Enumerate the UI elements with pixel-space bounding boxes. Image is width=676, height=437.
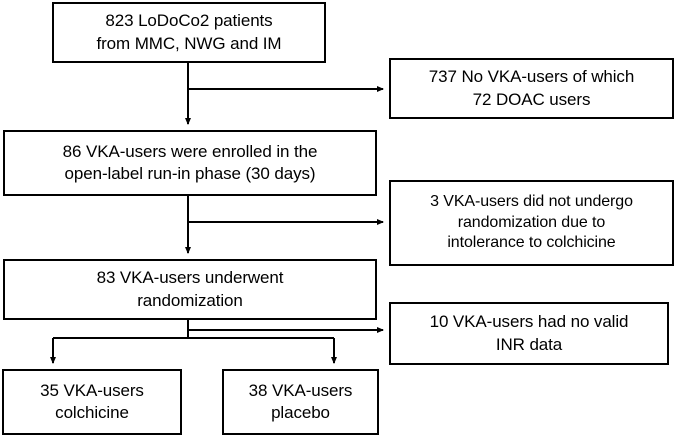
node-placebo-arm: 38 VKA-users placebo bbox=[222, 369, 379, 435]
node-colchicine-arm: 35 VKA-users colchicine bbox=[2, 369, 182, 435]
node-no-vka-users: 737 No VKA-users of which 72 DOAC users bbox=[389, 58, 674, 119]
node-enrolled-population: 823 LoDoCo2 patients from MMC, NWG and I… bbox=[52, 2, 326, 63]
node-vka-users-runin: 86 VKA-users were enrolled in the open-l… bbox=[3, 130, 377, 196]
node-no-randomization: 3 VKA-users did not undergo randomizatio… bbox=[389, 180, 674, 266]
node-no-valid-inr: 10 VKA-users had no valid INR data bbox=[389, 302, 669, 365]
node-underwent-randomization: 83 VKA-users underwent randomization bbox=[3, 259, 377, 320]
edge-randomization-to-arms bbox=[50, 320, 338, 364]
